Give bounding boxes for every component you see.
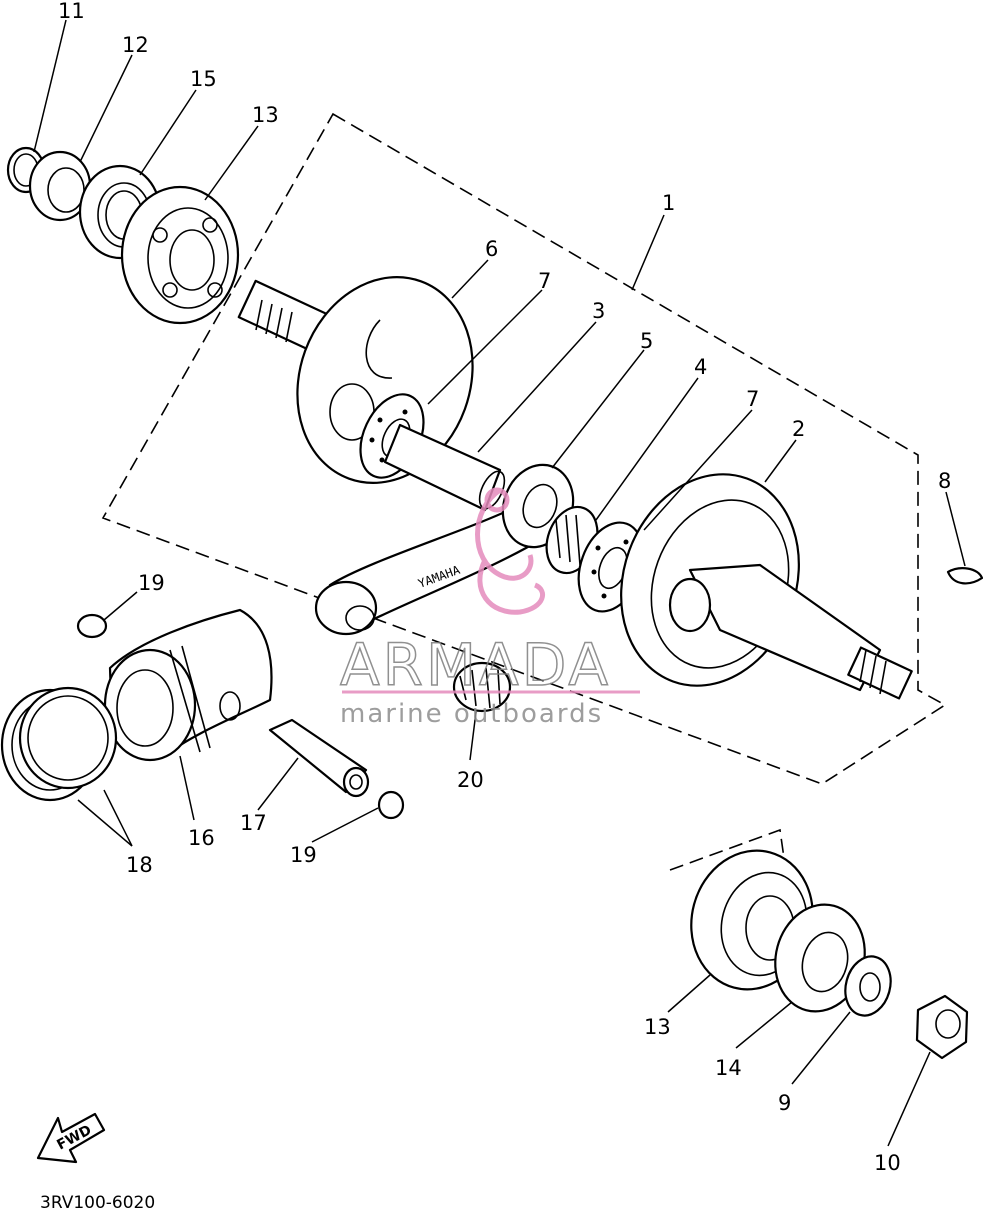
bearing-13-upper [120,185,240,325]
callout-2: 2 [792,417,805,441]
callout-10: 10 [874,1151,901,1175]
callout-20: 20 [457,768,484,792]
leader-lines [33,19,966,1147]
callout-6: 6 [485,237,498,261]
armada-logo-icon [475,487,546,615]
callout-15: 15 [190,67,217,91]
small-end-bearing-20 [452,661,512,713]
diagram-code: 3RV100-6020 [40,1193,155,1213]
crankshaft-half-6 [237,276,474,484]
washer-9 [844,955,892,1017]
callout-8: 8 [938,469,951,493]
piston-rings-18 [0,686,118,802]
fwd-arrow-icon: FWD [36,1112,106,1164]
nut-10 [915,994,969,1060]
woodruff-key-8 [946,567,983,585]
callout-7-left: 7 [538,269,551,293]
callout-11: 11 [58,0,85,23]
callout-7-right: 7 [746,387,759,411]
callout-9: 9 [778,1091,791,1115]
bearing-group-boundary [669,828,791,901]
armada-watermark: ARMADA marine outboards [339,487,640,729]
callout-1: 1 [662,191,675,215]
callout-4: 4 [694,355,707,379]
callout-12: 12 [122,33,149,57]
callout-13-upper: 13 [252,103,279,127]
callout-18: 18 [126,853,153,877]
callout-14: 14 [715,1056,742,1080]
callout-17: 17 [240,811,267,835]
callout-13-lower: 13 [644,1015,671,1039]
callout-labels: 11 12 15 13 1 6 7 3 5 4 7 2 8 19 16 17 1… [58,0,951,1175]
watermark-brand: ARMADA [340,631,611,699]
callout-16: 16 [188,826,215,850]
callout-5: 5 [640,329,653,353]
watermark-tagline: marine outboards [340,699,603,729]
callout-19-lower: 19 [290,843,317,867]
piston-pin-17 [268,718,370,798]
callout-19-upper: 19 [138,571,165,595]
assembly-boundary [101,112,947,785]
crankshaft-half-2 [620,473,913,700]
callout-3: 3 [592,299,605,323]
clip-19-upper [76,613,108,639]
piston-16 [103,608,273,762]
clip-19-lower [377,790,405,820]
